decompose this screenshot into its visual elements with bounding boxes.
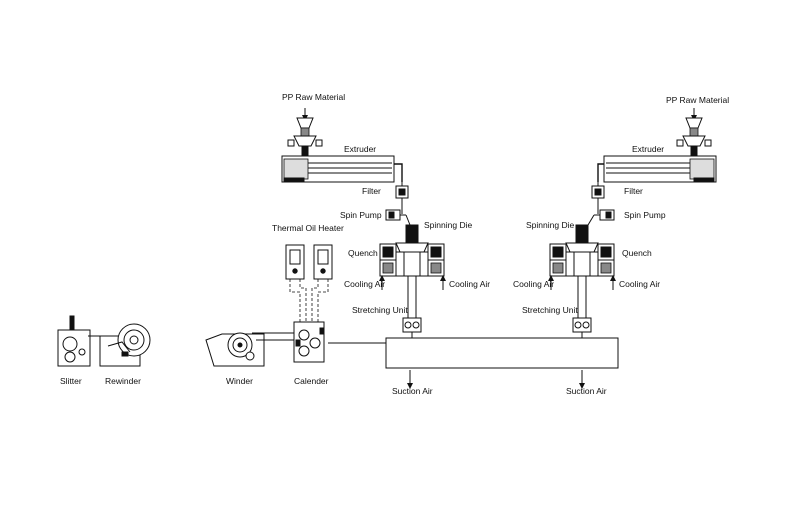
spinning-die-right (565, 214, 599, 253)
spinning-line-left (281, 108, 446, 389)
stretching-unit-left (402, 317, 422, 342)
label-filter-right: Filter (624, 186, 643, 196)
label-stretching-unit-right: Stretching Unit (522, 305, 578, 315)
collecting-belt (328, 337, 619, 369)
rewinder-machine (88, 323, 151, 367)
winder-machine (205, 332, 294, 367)
label-quench-right: Quench (622, 248, 652, 258)
stretching-unit-right (572, 317, 592, 342)
label-calender: Calender (294, 376, 329, 386)
label-suction-air-left: Suction Air (392, 386, 433, 396)
label-thermal-oil-heater: Thermal Oil Heater (272, 223, 344, 233)
label-cooling-air-left-b: Cooling Air (449, 279, 490, 289)
spin-pump-right (594, 209, 615, 221)
slitter-machine (57, 315, 91, 367)
label-quench-left: Quench (348, 248, 378, 258)
label-cooling-air-left-a: Cooling Air (344, 279, 385, 289)
label-spinning-die-left: Spinning Die (424, 220, 472, 230)
filter-left (395, 182, 409, 214)
label-stretching-unit-left: Stretching Unit (352, 305, 408, 315)
hopper-right (676, 108, 712, 157)
spinning-die-left (395, 214, 429, 253)
label-cooling-air-right-b: Cooling Air (619, 279, 660, 289)
label-slitter: Slitter (60, 376, 82, 386)
extruder-right (597, 155, 717, 183)
label-raw-material-left: PP Raw Material (282, 92, 345, 102)
hopper-left (287, 108, 323, 157)
label-rewinder: Rewinder (105, 376, 141, 386)
quench-left (379, 243, 445, 277)
quench-right (549, 243, 615, 277)
label-extruder-right: Extruder (632, 144, 664, 154)
label-cooling-air-right-a: Cooling Air (513, 279, 554, 289)
spin-pump-left (385, 209, 406, 221)
calender-machine (293, 321, 325, 363)
label-winder: Winder (226, 376, 253, 386)
thermal-oil-heater (285, 244, 333, 322)
filter-right (591, 182, 605, 214)
label-spinning-die-right: Spinning Die (526, 220, 574, 230)
label-spin-pump-right: Spin Pump (624, 210, 666, 220)
label-suction-air-right: Suction Air (566, 386, 607, 396)
label-extruder-left: Extruder (344, 144, 376, 154)
label-filter-left: Filter (362, 186, 381, 196)
label-spin-pump-left: Spin Pump (340, 210, 382, 220)
label-raw-material-right: PP Raw Material (666, 95, 729, 105)
extruder-left (281, 155, 403, 183)
